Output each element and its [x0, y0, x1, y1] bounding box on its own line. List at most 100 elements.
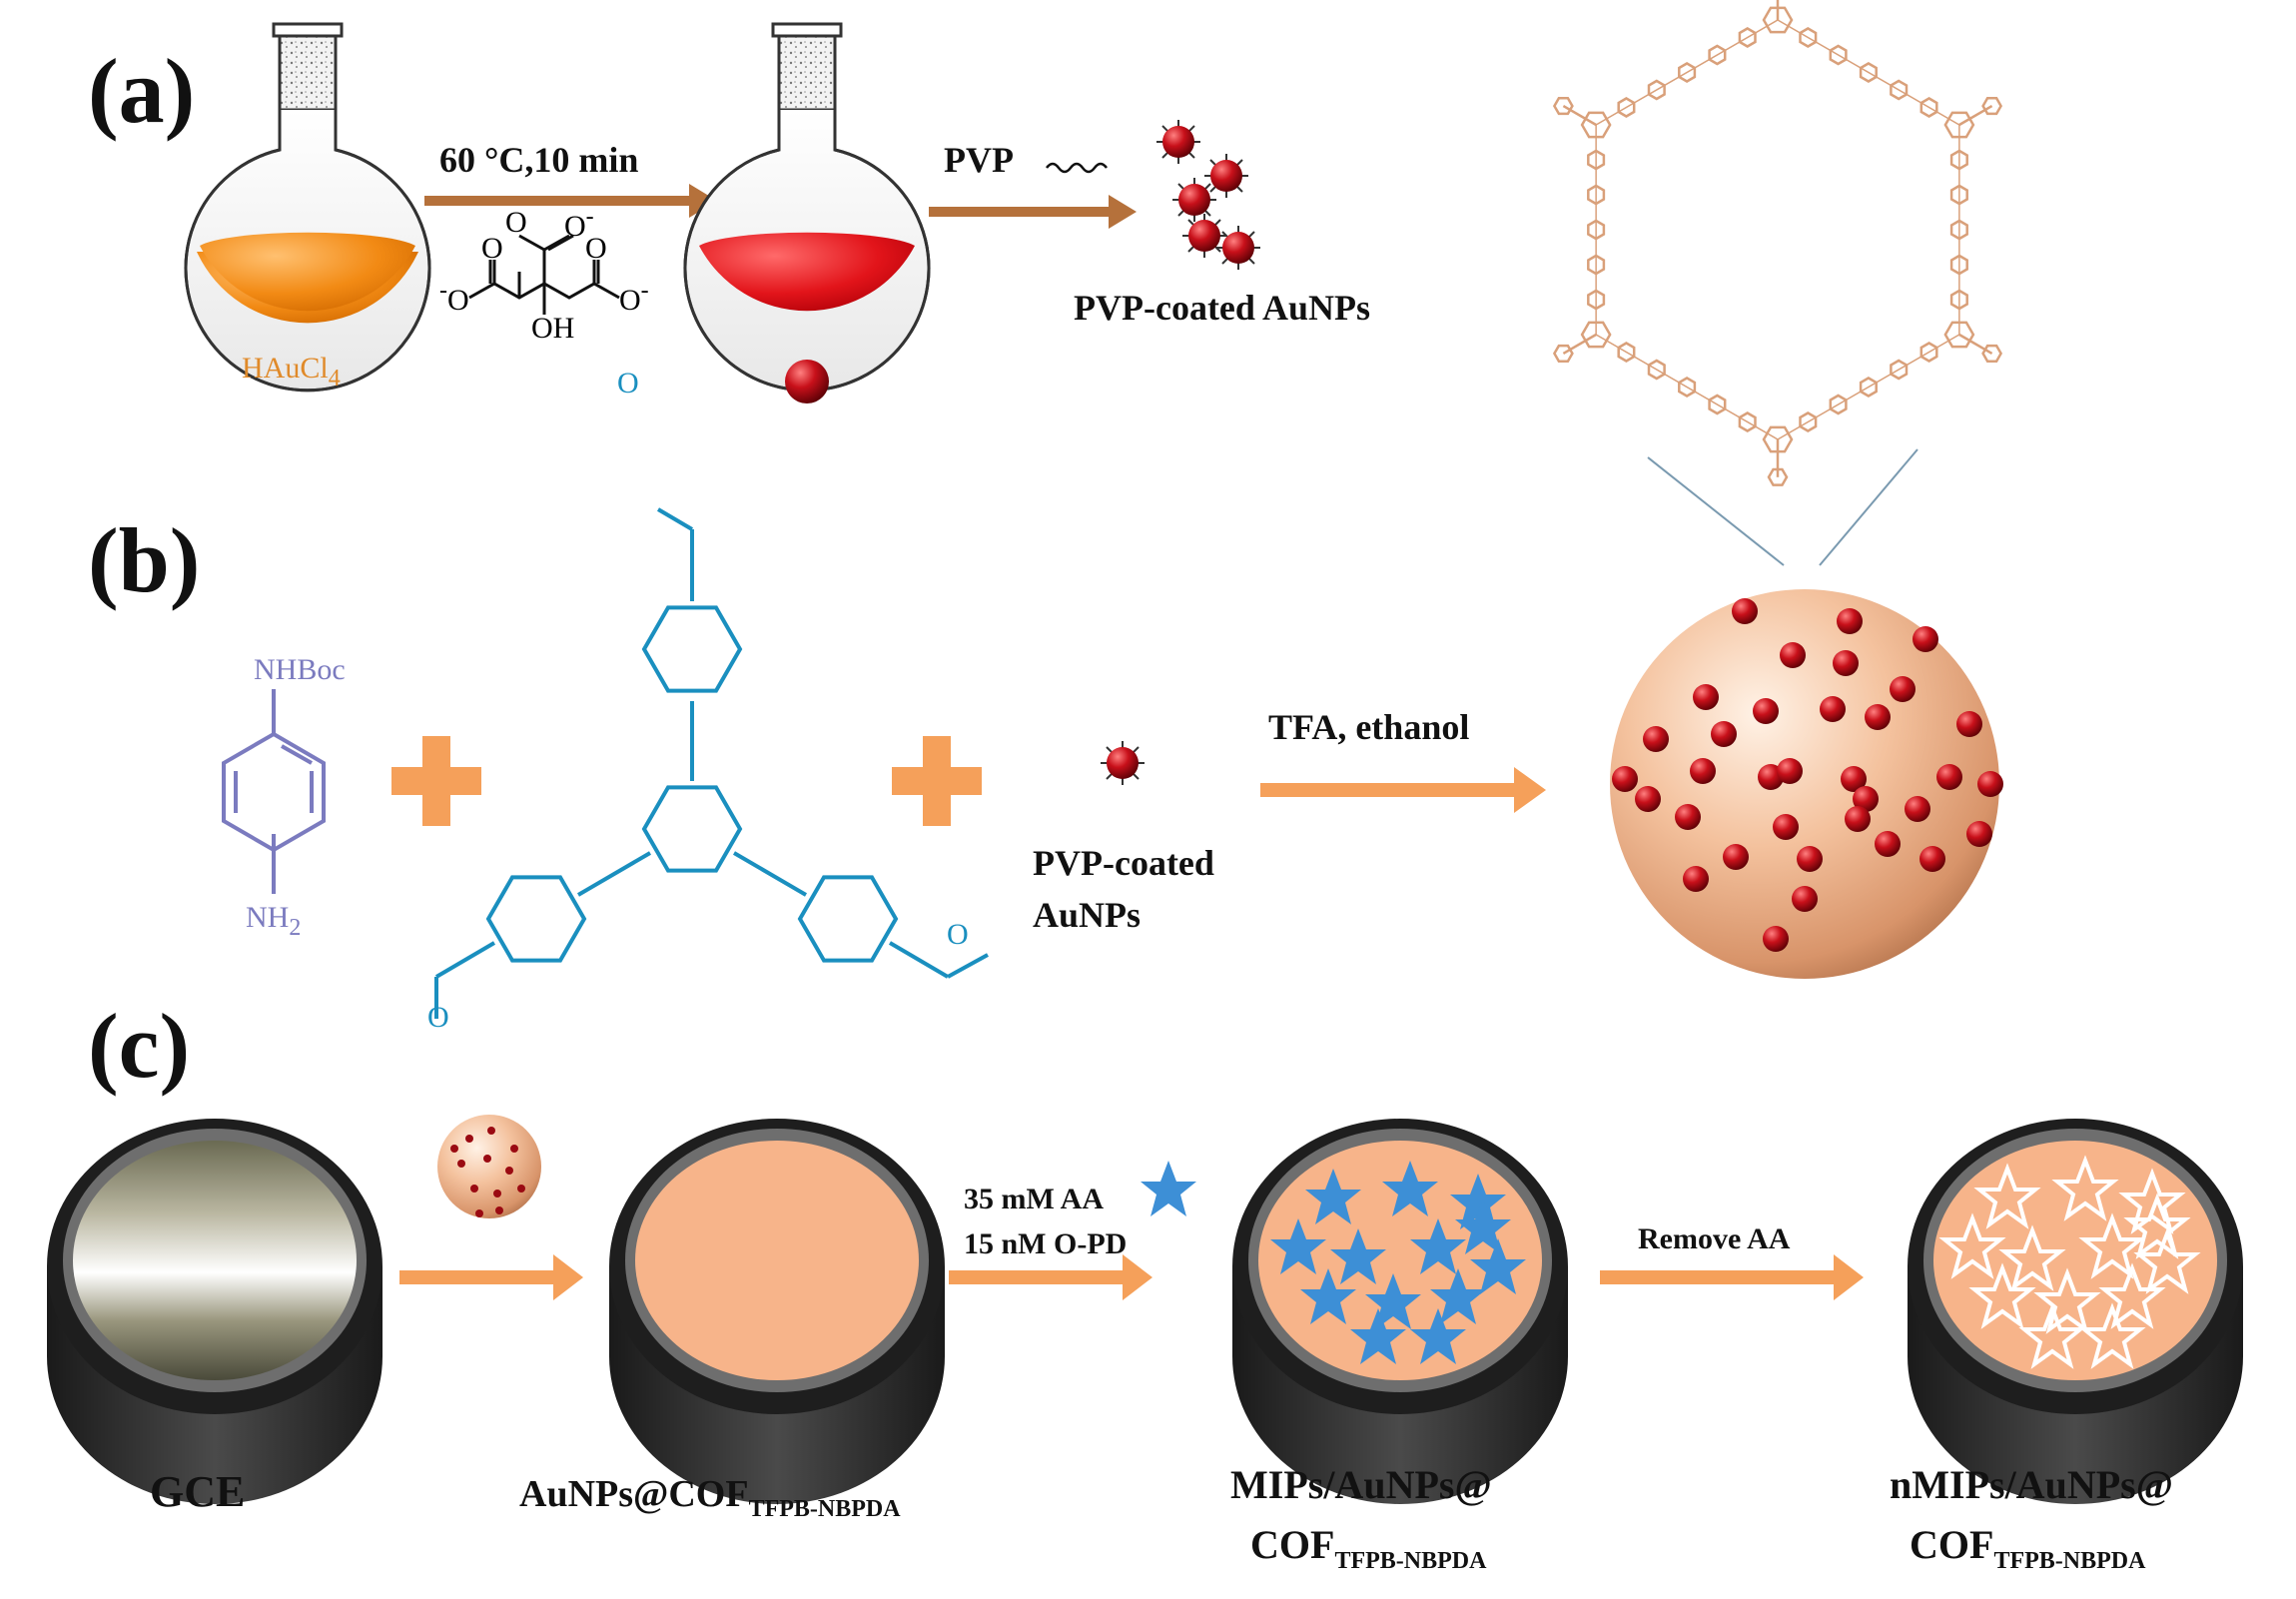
small-embedded-aunp [450, 1145, 458, 1153]
tfa-ethanol-condition: TFA, ethanol [1268, 707, 1469, 747]
embedded-aunp [1853, 786, 1879, 812]
cof-bond [1777, 334, 1960, 440]
cof-node-ring [1580, 111, 1612, 139]
tfpb-bond [947, 953, 989, 979]
nh2-label: NH2 [246, 901, 301, 941]
plus-sign-1 [391, 736, 481, 826]
arrow-step-b [1260, 767, 1546, 813]
step-c2-line1: 35 mM AA [964, 1183, 1104, 1215]
aunps-cof-sphere [1610, 589, 2003, 979]
embedded-aunp [1913, 626, 1938, 652]
cof-bond [1595, 19, 1779, 126]
citrate-o1: O- [564, 204, 594, 243]
arrow-step-a1 [424, 184, 717, 218]
embedded-aunp [1675, 804, 1701, 830]
citrate-structure [468, 234, 620, 315]
cof-node-ring [1762, 425, 1794, 453]
embedded-aunp [1773, 814, 1799, 840]
arrow-step-c1 [399, 1254, 583, 1300]
embedded-aunp [1977, 771, 2003, 797]
cof-arm [1562, 333, 1597, 355]
tfpb-bond [434, 941, 496, 979]
tfpb-benzene-ring [797, 875, 899, 963]
nhboc-label: NHBoc [254, 653, 346, 686]
embedded-aunp [1723, 844, 1749, 870]
embedded-aunp [1763, 926, 1789, 952]
panel-a-label: (a) [88, 40, 195, 142]
aa-star-icon [1141, 1161, 1196, 1216]
zoom-line-left [1647, 456, 1785, 566]
small-embedded-aunp [483, 1155, 491, 1163]
pvp-aunp-single [1100, 740, 1146, 786]
zoom-line-right [1819, 448, 1918, 566]
aldehyde-o-top: O [617, 367, 639, 400]
cof-node-ring [1580, 321, 1612, 349]
embedded-aunp [1780, 642, 1806, 668]
cof-arm [1958, 105, 1993, 127]
gce-label: GCE [150, 1467, 245, 1516]
nmips-label-line1: nMIPs/AuNPs@ [1890, 1462, 2173, 1507]
pvp-coated-label-line2: AuNPs [1033, 895, 1141, 935]
small-embedded-aunp [470, 1185, 478, 1193]
electrode-aunps-cof [609, 1119, 945, 1504]
cof-bond [1595, 334, 1779, 440]
panel-c-label: (c) [88, 995, 190, 1097]
tfpb-benzene-ring [641, 605, 743, 693]
electrode-gce [47, 1119, 383, 1504]
cof-arm-ring [1552, 344, 1574, 363]
cof-arm-ring [1552, 97, 1574, 116]
embedded-aunp [1919, 846, 1945, 872]
embedded-aunp [1841, 766, 1867, 792]
embedded-aunp [1820, 696, 1846, 722]
citrate-o2: O [505, 206, 527, 239]
tfpb-bond [576, 851, 652, 897]
small-embedded-aunp [517, 1185, 525, 1193]
electrode-surface [635, 1141, 919, 1380]
nhboc-aniline [222, 689, 326, 894]
embedded-aunp [1936, 764, 1962, 790]
tfpb-benzene-ring [641, 785, 743, 873]
aunps-cof-label: AuNPs@COFTFPB-NBPDA [519, 1473, 901, 1522]
embedded-aunp [1905, 796, 1930, 822]
flask-aunps [683, 22, 931, 393]
embedded-aunp [1693, 684, 1719, 710]
mips-label-line2: COFTFPB-NBPDA [1250, 1522, 1487, 1574]
flask-haucl4 [184, 22, 431, 393]
step1-condition: 60 °C,10 min [439, 140, 638, 180]
small-embedded-aunp [475, 1209, 483, 1217]
plus-sign-2 [892, 736, 982, 826]
step-c2-line2: 15 nM O-PD [964, 1227, 1127, 1260]
embedded-aunp [1956, 711, 1982, 737]
small-embedded-aunp [510, 1145, 518, 1153]
citrate-o6: O [585, 232, 607, 265]
embedded-aunp [1797, 846, 1823, 872]
embedded-aunp [1635, 786, 1661, 812]
citrate-o3: -O [439, 278, 469, 317]
small-embedded-aunp [493, 1190, 501, 1198]
step-c3-label: Remove AA [1638, 1222, 1791, 1255]
pvp-coated-aunps-label: PVP-coated AuNPs [1074, 288, 1370, 328]
mips-label-line1: MIPs/AuNPs@ [1230, 1462, 1492, 1507]
embedded-aunp [1845, 806, 1871, 832]
arrow-step-c2 [949, 1254, 1152, 1300]
cof-node-ring [1943, 321, 1975, 349]
pvp-aunp-cluster [1155, 119, 1261, 271]
pvp-reagent: PVP [944, 140, 1014, 180]
electrode-nmips [1908, 1119, 2243, 1504]
aldehyde-o-right: O [947, 918, 969, 951]
cof-arm-ring [1981, 97, 2003, 116]
embedded-aunp [1690, 758, 1716, 784]
cof-node-ring [1943, 111, 1975, 139]
cof-arm-ring [1981, 344, 2003, 363]
electrode-surface [1933, 1141, 2217, 1380]
embedded-aunp [1833, 650, 1859, 676]
pvp-chain [1046, 162, 1108, 174]
small-embedded-aunp [505, 1167, 513, 1175]
cof-hexagon-framework [1552, 0, 2003, 486]
tfpb-bond [732, 851, 808, 897]
gold-nanoparticle [785, 360, 829, 403]
embedded-aunp [1683, 866, 1709, 892]
nmips-label-line2: COFTFPB-NBPDA [1910, 1522, 2146, 1574]
cof-bond [1777, 19, 1960, 126]
